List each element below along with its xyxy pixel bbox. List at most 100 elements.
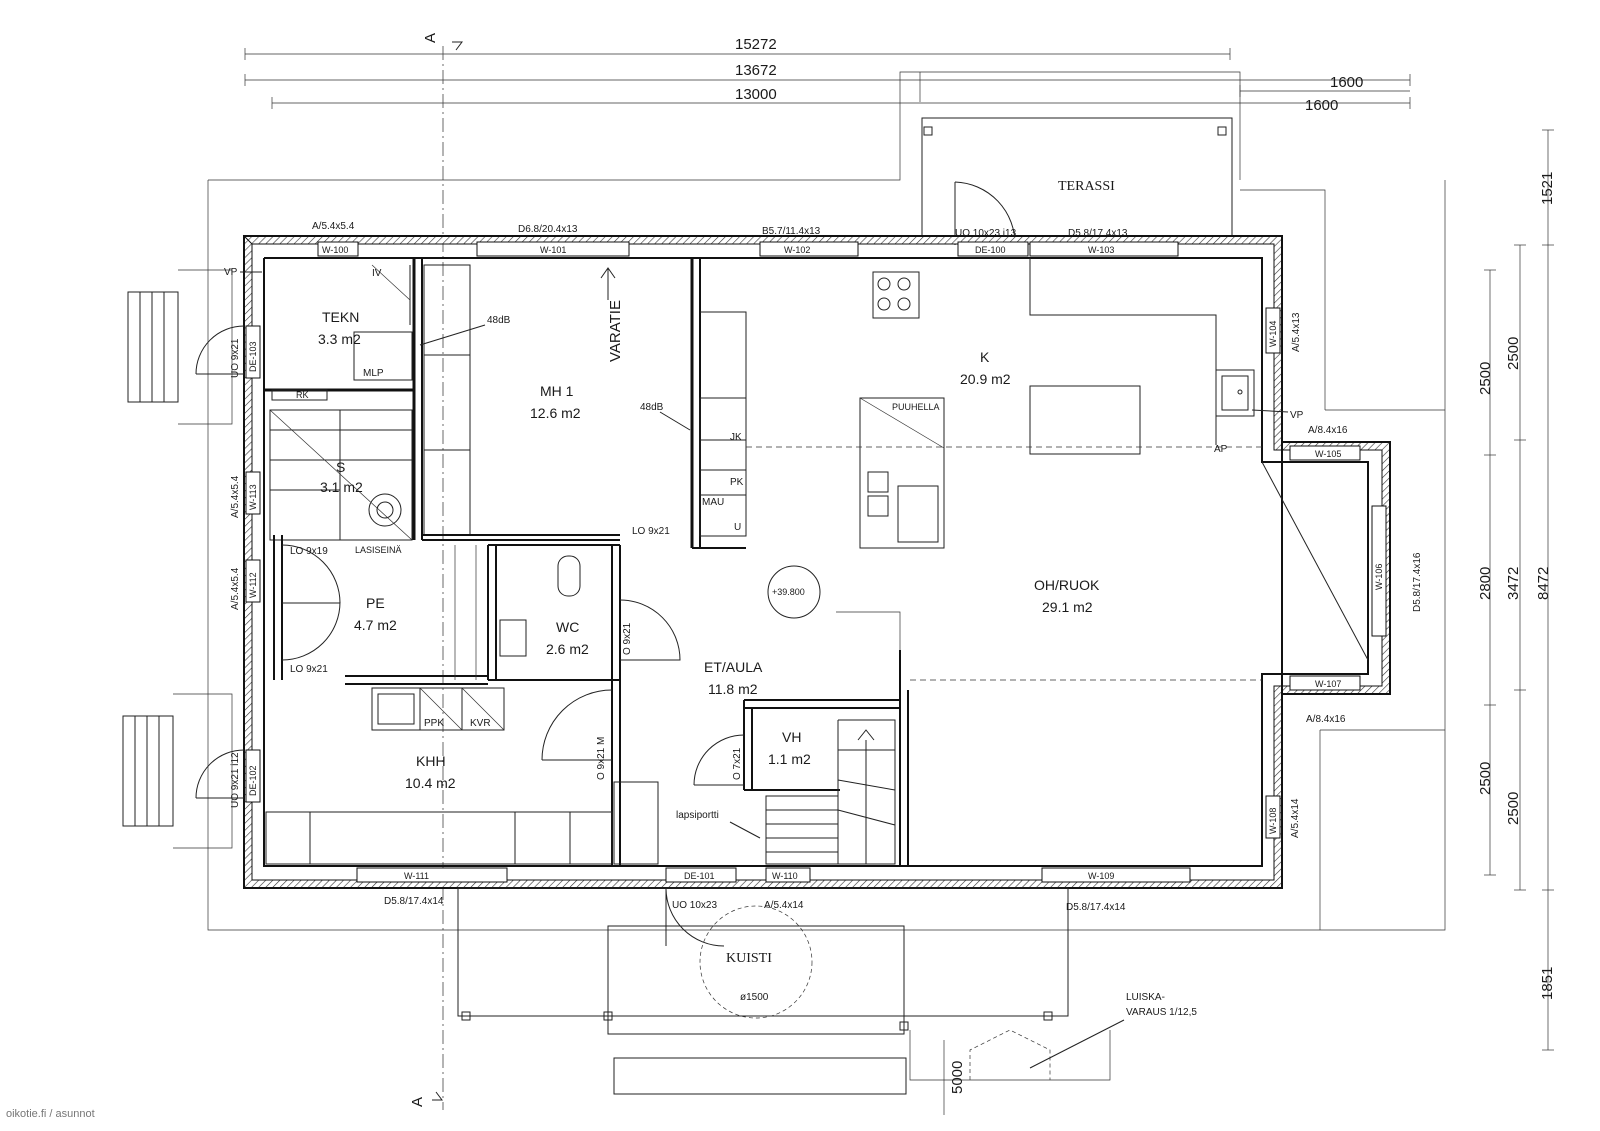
room-etaula-name: ET/AULA	[704, 659, 763, 675]
label-lapsiportti: lapsiportti	[676, 810, 719, 821]
label-o721: O 7x21	[732, 747, 743, 780]
terrace-label: TERASSI	[1058, 179, 1115, 194]
label-iv: IV	[372, 268, 382, 279]
tag-w105: W-105	[1315, 449, 1341, 459]
spec-d58-bottom-right: D5.8/17.4x14	[1066, 902, 1126, 913]
room-mh1-area: 12.6 m2	[530, 405, 581, 421]
dim-top-overall: 15272	[735, 36, 777, 53]
dim-right-top: 1521	[1539, 172, 1556, 205]
spec-a84x16-bottom: A/8.4x16	[1306, 714, 1346, 725]
dim-right-2500d: 2500	[1505, 792, 1522, 825]
room-pe-area: 4.7 m2	[354, 617, 397, 633]
room-mh1-name: MH 1	[540, 383, 574, 399]
label-kvr: KVR	[470, 718, 491, 729]
room-tekn-name: TEKN	[322, 309, 359, 325]
label-rk: RK	[296, 390, 309, 400]
tag-w107: W-107	[1315, 679, 1341, 689]
spec-uo-left-2: UO 9x21 i12	[230, 752, 241, 808]
dim-right-2500b: 2500	[1505, 337, 1522, 370]
interior-walls	[264, 258, 1369, 866]
tag-w108: W-108	[1268, 808, 1278, 834]
room-vh-name: VH	[782, 729, 801, 745]
label-lo921-mh: LO 9x21	[632, 526, 670, 537]
room-k-name: K	[980, 349, 990, 365]
spec-uo-left-1: UO 9x21	[230, 338, 241, 378]
dim-right-2500c: 2500	[1477, 762, 1494, 795]
label-mlp: MLP	[363, 368, 384, 379]
label-jk: JK	[730, 432, 742, 443]
label-lasiseina: LASISEINÄ	[355, 545, 402, 555]
room-s-area: 3.1 m2	[320, 479, 363, 495]
label-lo921-pe: LO 9x21	[290, 664, 328, 675]
room-labels: TEKN 3.3 m2 MH 1 12.6 m2 K 20.9 m2 S 3.1…	[318, 309, 1100, 791]
dim-top-right-1: 1600	[1330, 74, 1363, 91]
spec-a54x13: A/5.4x13	[1291, 312, 1302, 352]
room-vh-area: 1.1 m2	[768, 751, 811, 767]
tag-w100: W-100	[322, 245, 348, 255]
top-dimensions: 15272 13672 13000 1600 1600	[244, 36, 1411, 114]
label-level: +39.800	[772, 587, 805, 597]
dim-top-middle: 13672	[735, 62, 777, 79]
tag-w101: W-101	[540, 245, 566, 255]
label-puuhella: PUUHELLA	[892, 402, 940, 412]
room-tekn-area: 3.3 m2	[318, 331, 361, 347]
eaves-outline	[207, 71, 1446, 931]
section-marker-top: A	[422, 33, 463, 1110]
dim-bottom-5000: 5000	[949, 1061, 966, 1094]
room-ohruok-area: 29.1 m2	[1042, 599, 1093, 615]
spec-uo-bottom: UO 10x23	[672, 900, 717, 911]
tag-de100: DE-100	[975, 245, 1006, 255]
tag-w113: W-113	[248, 484, 258, 510]
spec-a54x54-top: A/5.4x5.4	[312, 221, 355, 232]
dim-right-2800: 2800	[1477, 567, 1494, 600]
room-wc-name: WC	[556, 619, 579, 635]
dim-top-inner: 13000	[735, 86, 777, 103]
label-lo919: LO 9x19	[290, 546, 328, 557]
watermark: oikotie.fi / asunnot	[6, 1108, 95, 1120]
tag-de101: DE-101	[684, 871, 715, 881]
room-k-area: 20.9 m2	[960, 371, 1011, 387]
tag-w111: W-111	[404, 871, 429, 881]
luiska-label-2: VARAUS 1/12,5	[1126, 1007, 1197, 1018]
room-khh-name: KHH	[416, 753, 446, 769]
spec-uo-top: UO 10x23 i13	[955, 228, 1017, 239]
spec-a84x16-top: A/8.4x16	[1308, 425, 1348, 436]
room-etaula-area: 11.8 m2	[708, 681, 758, 697]
svg-text:A: A	[422, 33, 439, 43]
tag-w106: W-106	[1374, 564, 1384, 590]
dim-top-right-2: 1600	[1305, 97, 1338, 114]
svg-text:A: A	[409, 1097, 426, 1107]
porch-diameter: ø1500	[740, 992, 769, 1003]
luiska-label-1: LUISKA-	[1126, 992, 1165, 1003]
section-marker-bottom: A	[409, 1091, 443, 1107]
spec-a54x14-bottom: A/5.4x14	[764, 900, 804, 911]
spec-a54x54-left-2: A/5.4x5.4	[230, 567, 241, 610]
spec-a54x14-right: A/5.4x14	[1290, 798, 1301, 838]
tag-w109: W-109	[1088, 871, 1114, 881]
label-pk: PK	[730, 477, 744, 488]
tag-de103: DE-103	[248, 341, 258, 372]
spec-a54x54-left-1: A/5.4x5.4	[230, 475, 241, 518]
tag-de102: DE-102	[248, 765, 258, 796]
dim-right-bottom: 1851	[1539, 967, 1556, 1000]
left-steps: VP	[122, 267, 262, 849]
room-s-name: S	[336, 459, 345, 475]
porch-label: KUISTI	[726, 951, 772, 966]
spec-d58-bottom-left: D5.8/17.4x14	[384, 896, 444, 907]
window-specs: A/5.4x5.4 D6.8/20.4x13 B5.7/11.4x13 UO 1…	[230, 221, 1423, 913]
spec-d58-top: D5.8/17.4x13	[1068, 228, 1128, 239]
porch: KUISTI ø1500 LUISKA- VARAUS 1/12,5 5000	[457, 887, 1197, 1115]
door-swings	[281, 264, 745, 947]
spec-d68: D6.8/20.4x13	[518, 224, 578, 235]
room-ohruok-name: OH/RUOK	[1034, 577, 1100, 593]
room-wc-area: 2.6 m2	[546, 641, 589, 657]
annotations: IV MLP 48dB 48dB VARATIE RK PUUHELLA AP …	[290, 267, 1304, 839]
label-o921m: O 9x21 M	[596, 737, 607, 780]
spec-d58-right: D5.8/17.4x16	[1412, 552, 1423, 612]
label-48db-b: 48dB	[640, 402, 664, 413]
dim-right-3472: 3472	[1505, 567, 1522, 600]
window-tags: W-100 W-101 W-102 DE-100 W-103 W-104 W-1…	[245, 241, 1387, 883]
label-mau: MAU	[702, 497, 724, 508]
label-vp-left: VP	[224, 267, 238, 278]
